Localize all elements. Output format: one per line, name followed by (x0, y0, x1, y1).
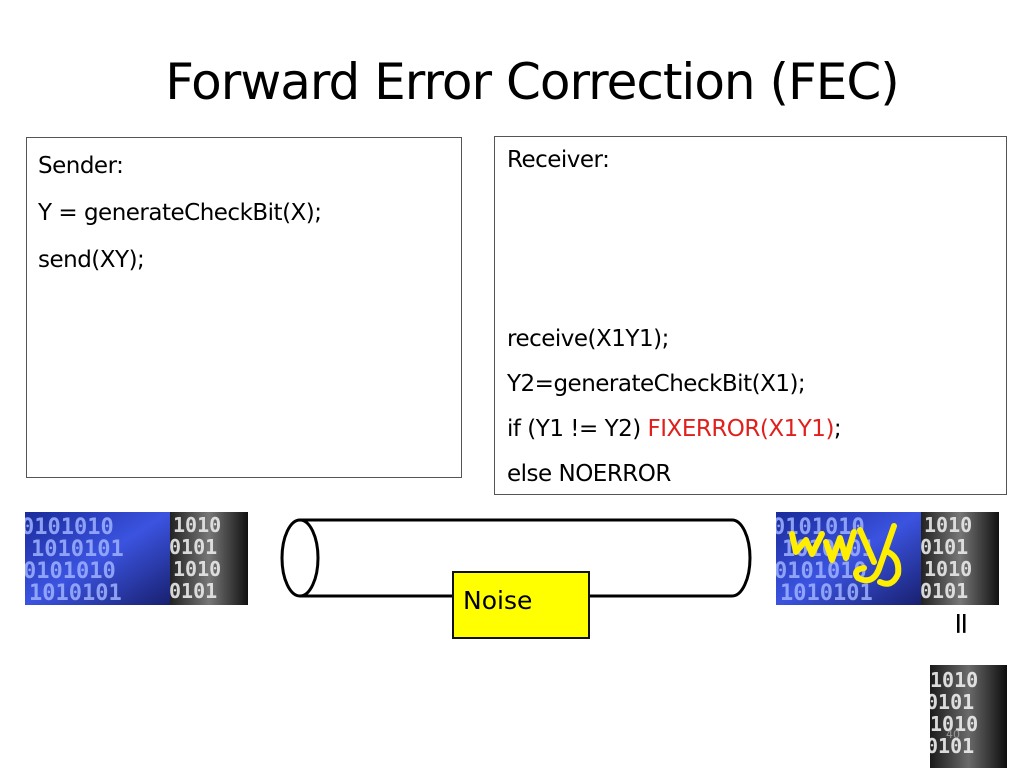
svg-text:1010101: 1010101 (780, 581, 873, 605)
svg-text:0101: 0101 (930, 734, 974, 758)
svg-text:0101010: 0101010 (776, 559, 867, 584)
noise-label: Noise (452, 571, 590, 639)
receiver-heading: Receiver: (507, 147, 610, 173)
sender-line-1: Sender: (38, 153, 124, 179)
sender-line-2: Y = generateCheckBit(X); (38, 200, 322, 226)
scribble-corruption-icon (789, 523, 902, 587)
equals-sign: = (944, 610, 980, 637)
svg-text:1010: 1010 (924, 557, 972, 581)
receiver-else-line: else NOERROR (507, 461, 671, 487)
svg-text:0101: 0101 (169, 535, 217, 559)
svg-text:1010: 1010 (930, 712, 978, 736)
svg-text:1010101: 1010101 (31, 537, 124, 562)
svg-text:0101: 0101 (920, 579, 968, 603)
svg-text:1010: 1010 (173, 513, 221, 537)
if-semicolon: ; (833, 416, 842, 442)
svg-text:0101: 0101 (930, 690, 974, 714)
svg-text:1010: 1010 (173, 557, 221, 581)
sender-line-3: send(XY); (38, 247, 145, 273)
reference-check-bit-icon: 1010 0101 1010 0101 (930, 665, 1007, 768)
channel-pipe (280, 518, 754, 598)
fixerror-text: FIXERROR(X1Y1) (647, 416, 835, 442)
binary-data-icon: 0101010 1010101 0101010 1010101 1010 010… (25, 512, 248, 605)
svg-text:1010: 1010 (924, 513, 972, 537)
page-number: 40 (946, 728, 960, 741)
receiver-if-line: if (Y1 != Y2) FIXERROR(X1Y1); (507, 416, 842, 442)
svg-text:0101010: 0101010 (25, 515, 114, 540)
svg-text:1010101: 1010101 (29, 581, 122, 605)
svg-text:1010: 1010 (930, 668, 978, 692)
receiver-box: Receiver: receive(X1Y1); Y2=generateChec… (494, 136, 1007, 495)
receiver-line-1: receive(X1Y1); (507, 326, 669, 352)
svg-text:0101: 0101 (920, 535, 968, 559)
svg-text:0101: 0101 (169, 579, 217, 603)
received-binary-data-icon: 0101010 1010101 0101010 1010101 1010 010… (776, 512, 999, 605)
svg-text:0101010: 0101010 (25, 559, 116, 584)
sender-box: Sender: Y = generateCheckBit(X); send(XY… (26, 137, 462, 478)
slide-title: Forward Error Correction (FEC) (165, 53, 900, 111)
receiver-line-2: Y2=generateCheckBit(X1); (507, 371, 806, 397)
if-condition: if (Y1 != Y2) (507, 416, 648, 442)
